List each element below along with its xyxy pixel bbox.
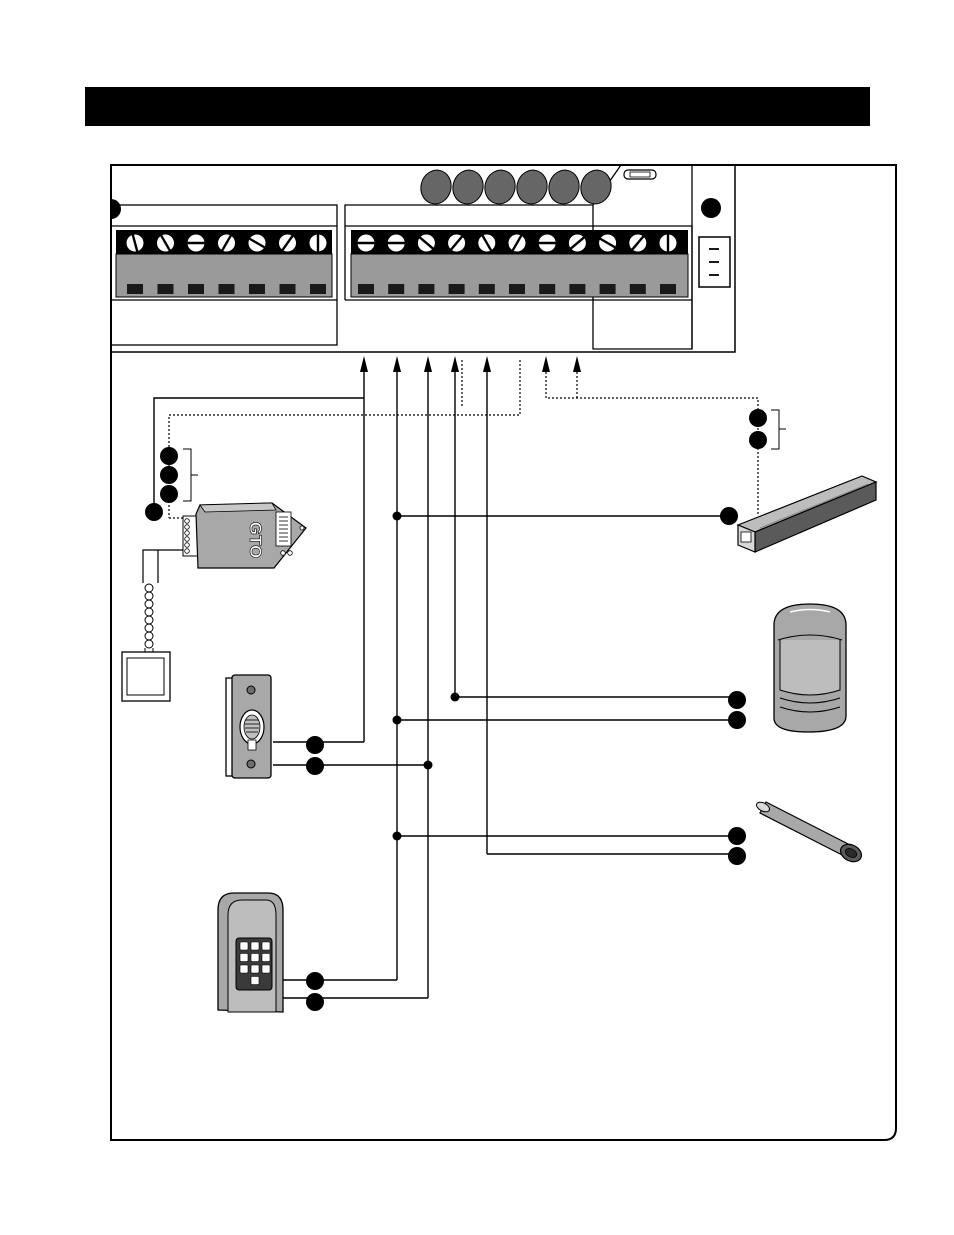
vehicle-probe-icon xyxy=(755,800,864,865)
callout-marker xyxy=(306,757,324,775)
indicator-led-icon xyxy=(545,167,583,208)
keypad-key xyxy=(240,942,248,950)
terminal-slot xyxy=(660,284,676,294)
callout-marker xyxy=(749,431,767,449)
terminal-slot xyxy=(219,284,235,294)
arrow-head xyxy=(424,356,432,372)
callout-marker xyxy=(145,503,163,521)
terminal-slot xyxy=(509,284,525,294)
callout-marker xyxy=(720,507,738,525)
bracket xyxy=(183,449,198,501)
motion-sensor-icon xyxy=(774,604,846,732)
terminal-slot xyxy=(418,284,434,294)
terminal-slot xyxy=(569,284,585,294)
terminal-slot xyxy=(388,284,404,294)
terminal-screw-icon xyxy=(599,234,617,252)
arrow-head xyxy=(451,356,459,372)
keypad-key xyxy=(251,965,259,973)
control-box xyxy=(111,165,735,352)
callout-marker xyxy=(749,409,767,427)
receiver-logo: GTO xyxy=(246,522,265,559)
indicator-led-icon xyxy=(577,167,615,208)
keypad-key xyxy=(251,977,259,985)
dotted-wiring xyxy=(169,360,758,518)
keypad-key xyxy=(262,965,270,973)
terminal-slot xyxy=(127,284,143,294)
callout-marker xyxy=(728,827,746,845)
callout-marker xyxy=(728,847,746,865)
terminal-slot xyxy=(310,284,326,294)
callout-marker xyxy=(160,447,178,465)
antenna-icon xyxy=(122,550,183,701)
arrow-head xyxy=(542,356,550,372)
terminal-slot xyxy=(158,284,174,294)
callout-marker xyxy=(306,993,324,1011)
terminal-slot xyxy=(249,284,265,294)
terminal-slot xyxy=(630,284,646,294)
terminal-slot xyxy=(358,284,374,294)
junction-dots xyxy=(393,512,460,841)
terminal-screw-icon xyxy=(659,234,677,252)
bracket xyxy=(771,410,786,449)
callout-marker xyxy=(728,711,746,729)
terminal-screw-icon xyxy=(218,234,236,252)
terminal-screw-icon xyxy=(187,234,205,252)
callout-marker xyxy=(160,466,178,484)
keypad-key xyxy=(251,954,259,962)
terminal-screw-icon xyxy=(279,234,297,252)
terminal-screw-icon xyxy=(478,234,496,252)
keypad-icon xyxy=(218,893,283,1012)
keypad-key xyxy=(251,942,259,950)
callout-marker xyxy=(728,691,746,709)
keypad-key xyxy=(262,942,270,950)
terminal-screw-icon xyxy=(309,234,327,252)
terminal-screw-icon xyxy=(448,234,466,252)
arrow-heads xyxy=(360,356,581,372)
terminal-screw-icon xyxy=(357,234,375,252)
terminal-screw-icon xyxy=(629,234,647,252)
terminal-screw-icon xyxy=(508,234,526,252)
keypad-key xyxy=(240,954,248,962)
terminal-screw-icon xyxy=(248,234,266,252)
keypad-key xyxy=(240,965,248,973)
terminal-slot xyxy=(539,284,555,294)
terminal-screw-icon xyxy=(126,234,144,252)
callout-marker xyxy=(306,972,324,990)
terminal-screw-icon xyxy=(157,234,175,252)
terminal-slot xyxy=(188,284,204,294)
terminal-screw-icon xyxy=(538,234,556,252)
terminal-screw-icon xyxy=(387,234,405,252)
callout-marker xyxy=(306,736,324,754)
terminal-screw-icon xyxy=(568,234,586,252)
terminal-slot xyxy=(600,284,616,294)
terminal-slot xyxy=(280,284,296,294)
arrow-head xyxy=(573,356,581,372)
receiver-module-icon: GTO xyxy=(183,503,306,568)
arrow-head xyxy=(360,356,368,372)
status-dot-icon xyxy=(701,198,721,218)
arrow-head xyxy=(393,356,401,372)
arrow-head xyxy=(483,356,491,372)
callout-marker xyxy=(160,485,178,503)
terminal-slot xyxy=(479,284,495,294)
terminal-screw-icon xyxy=(417,234,435,252)
terminal-slot xyxy=(449,284,465,294)
indicator-led-icon xyxy=(481,167,519,208)
push-button-station-icon xyxy=(226,675,271,778)
photo-beam-sensor-icon xyxy=(738,476,876,552)
indicator-led-icon xyxy=(417,167,455,208)
keypad-key xyxy=(262,954,270,962)
indicator-led-icon xyxy=(449,167,487,208)
indicator-led-icon xyxy=(513,167,551,208)
